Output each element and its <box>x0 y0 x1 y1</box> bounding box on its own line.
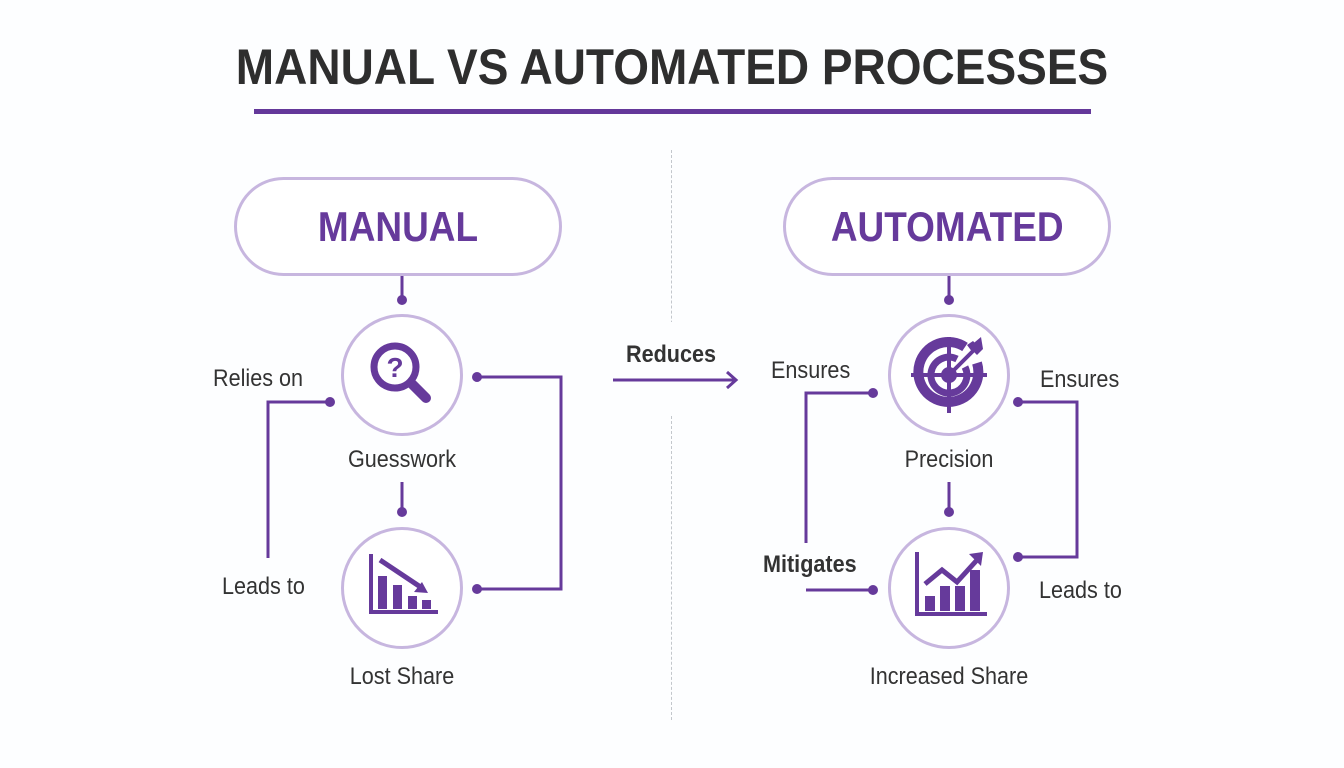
increased-share-node <box>888 527 1010 649</box>
connector-dot <box>397 295 407 305</box>
connector-dot <box>944 295 954 305</box>
manual-header-pill: MANUAL <box>234 177 562 276</box>
leads-to-label-manual: Leads to <box>222 573 305 600</box>
automated-header-pill: AUTOMATED <box>783 177 1111 276</box>
reduces-label: Reduces <box>626 341 717 368</box>
connector-manual-right <box>477 375 563 591</box>
center-divider <box>671 150 672 720</box>
ensures-label-left: Ensures <box>771 357 851 384</box>
manual-header-label: MANUAL <box>317 202 479 250</box>
svg-text:?: ? <box>386 352 403 383</box>
connector-dot <box>1013 552 1023 562</box>
title-underline <box>254 109 1091 114</box>
growth-bar-chart-icon <box>915 552 987 616</box>
magnifier-question-icon: ? <box>370 342 431 403</box>
page-title: MANUAL VS AUTOMATED PROCESSES <box>235 39 1109 95</box>
connector-automated-right <box>1018 400 1079 559</box>
precision-node <box>888 314 1010 436</box>
leads-to-label-automated: Leads to <box>1039 577 1122 604</box>
lost-share-node <box>341 527 463 649</box>
connector-dot <box>868 388 878 398</box>
connector-dot <box>325 397 335 407</box>
ensures-label-right: Ensures <box>1040 366 1120 393</box>
lost-share-label: Lost Share <box>349 663 455 690</box>
connector-dot <box>868 585 878 595</box>
precision-label: Precision <box>904 446 994 473</box>
connector-dot <box>472 584 482 594</box>
increased-share-label: Increased Share <box>869 663 1029 690</box>
automated-header-label: AUTOMATED <box>830 202 1064 250</box>
connector-manual-left <box>266 400 330 558</box>
declining-bar-chart-icon <box>369 554 438 614</box>
guesswork-label: Guesswork <box>347 446 457 473</box>
target-arrow-icon <box>911 336 987 413</box>
guesswork-node: ? <box>341 314 463 436</box>
reduces-arrow-head <box>726 370 739 390</box>
mitigates-label: Mitigates <box>763 551 857 578</box>
connector-dot <box>1013 397 1023 407</box>
connector-dot <box>472 372 482 382</box>
connector-dot <box>944 507 954 517</box>
relies-on-label: Relies on <box>213 365 304 392</box>
connector-dot <box>397 507 407 517</box>
